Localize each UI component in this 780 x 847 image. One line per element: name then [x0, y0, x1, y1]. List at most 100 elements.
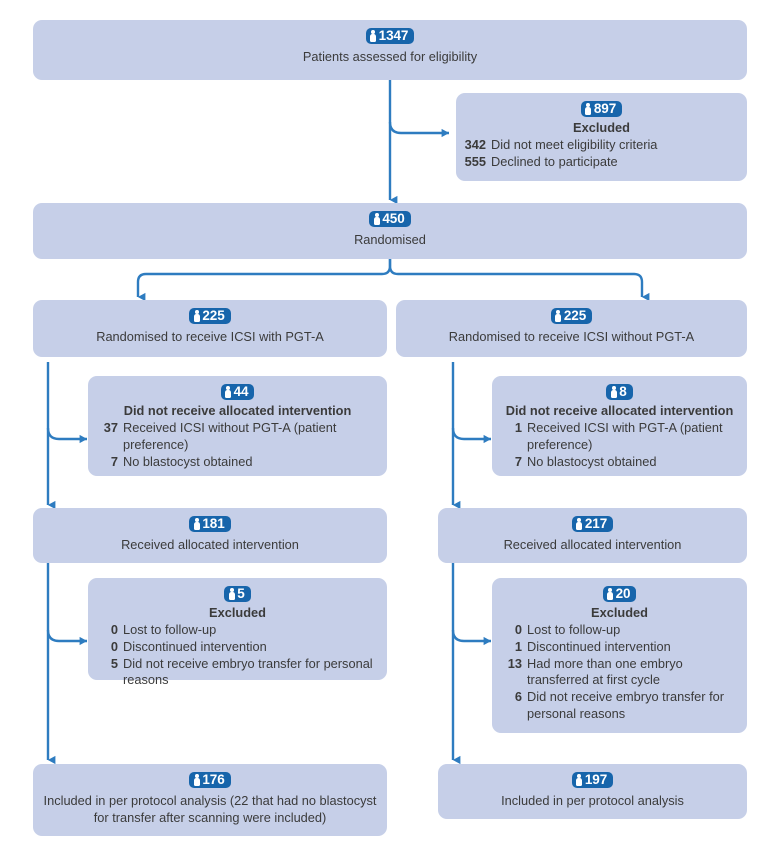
node-caption: Patients assessed for eligibility — [302, 49, 478, 64]
badge-row: 217 — [438, 508, 747, 533]
node-received-left: 181 Received allocated intervention — [33, 508, 387, 563]
badge-row: 181 — [33, 508, 387, 533]
reason-list: 37 Received ICSI without PGT-A (patient … — [88, 419, 387, 470]
badge-row: 225 — [33, 300, 387, 325]
reason-item: 1 Received ICSI with PGT-A (patient pref… — [500, 420, 738, 454]
node-received-right: 217 Received allocated intervention — [438, 508, 747, 563]
reason-text: Discontinued intervention — [527, 638, 671, 654]
node-allocation-with-pgta: 225 Randomised to receive ICSI with PGT-… — [33, 300, 387, 357]
reason-number: 1 — [514, 420, 522, 435]
node-caption: Included in per protocol analysis (22 th… — [43, 793, 377, 826]
badge-count: 197 — [584, 772, 608, 788]
count-badge: 176 — [189, 772, 231, 788]
reason-item: 0 Lost to follow-up — [96, 622, 378, 639]
node-randomised: 450 Randomised — [33, 203, 747, 259]
person-icon — [193, 517, 200, 530]
reason-item: 342 Did not meet eligibility criteria — [464, 137, 738, 154]
badge-row: 44 — [88, 376, 387, 401]
reason-number: 342 — [464, 137, 486, 152]
badge-row: 176 — [33, 764, 387, 789]
node-included-left: 176 Included in per protocol analysis (2… — [33, 764, 387, 836]
count-badge: 44 — [220, 384, 255, 400]
reason-text: No blastocyst obtained — [527, 453, 657, 469]
node-heading: Excluded — [591, 605, 648, 620]
reason-number: 37 — [103, 420, 118, 435]
reason-text: Did not receive embryo transfer for pers… — [123, 655, 373, 688]
person-icon — [228, 587, 235, 600]
node-not-received-left: 44 Did not receive allocated interventio… — [88, 376, 387, 476]
count-badge: 217 — [571, 516, 614, 532]
person-icon — [370, 29, 377, 42]
node-caption: Randomised to receive ICSI without PGT-A — [448, 329, 695, 344]
reason-text: Declined to participate — [491, 153, 618, 169]
reason-text: Received ICSI without PGT-A (patient pre… — [123, 420, 337, 452]
badge-count: 44 — [233, 384, 249, 400]
reason-number: 6 — [514, 689, 522, 704]
reason-text: Did not receive embryo transfer for pers… — [527, 689, 725, 721]
reason-number: 0 — [110, 638, 118, 654]
reason-text: Did not meet eligibility criteria — [491, 137, 658, 152]
badge-count: 225 — [202, 308, 225, 324]
node-caption: Received allocated intervention — [503, 537, 682, 552]
badge-count: 176 — [202, 772, 225, 788]
node-assessed-for-eligibility: 1347 Patients assessed for eligibility — [33, 20, 747, 80]
badge-count: 1347 — [378, 28, 409, 44]
reason-item: 5 Did not receive embryo transfer for pe… — [96, 656, 378, 690]
person-icon — [585, 102, 592, 115]
badge-row: 20 — [492, 578, 747, 603]
count-badge: 181 — [189, 516, 231, 532]
reason-number: 5 — [110, 655, 118, 671]
person-icon — [607, 587, 614, 600]
badge-row: 197 — [438, 764, 747, 789]
person-icon — [576, 517, 583, 530]
badge-row: 897 — [456, 93, 747, 118]
node-caption: Randomised — [354, 232, 426, 247]
reason-list: 0 Lost to follow-up 1 Discontinued inter… — [492, 621, 747, 723]
reason-number: 13 — [507, 655, 522, 671]
reason-text: No blastocyst obtained — [123, 453, 253, 469]
node-heading: Did not receive allocated intervention — [123, 403, 352, 418]
count-badge: 225 — [189, 308, 231, 324]
node-not-received-right: 8 Did not receive allocated intervention… — [492, 376, 747, 476]
badge-count: 225 — [563, 308, 587, 324]
count-badge: 897 — [580, 101, 623, 117]
reason-number: 0 — [110, 622, 118, 637]
badge-count: 450 — [382, 211, 405, 227]
reason-number: 1 — [514, 638, 522, 654]
badge-count: 181 — [202, 516, 225, 532]
person-icon — [555, 309, 562, 322]
person-icon — [193, 773, 200, 786]
node-heading: Did not receive allocated intervention — [505, 403, 734, 418]
reason-item: 0 Discontinued intervention — [96, 639, 378, 656]
reason-number: 555 — [464, 153, 486, 169]
person-icon — [373, 212, 380, 225]
count-badge: 1347 — [365, 28, 415, 44]
reason-text: Received ICSI with PGT-A (patient prefer… — [527, 420, 723, 452]
node-excluded-right: 20 Excluded 0 Lost to follow-up 1 Discon… — [492, 578, 747, 733]
reason-item: 37 Received ICSI without PGT-A (patient … — [96, 420, 378, 454]
node-caption: Received allocated intervention — [121, 537, 299, 552]
person-icon — [193, 309, 200, 322]
person-icon — [576, 773, 583, 786]
reason-text: Discontinued intervention — [123, 638, 267, 654]
count-badge: 225 — [550, 308, 593, 324]
count-badge: 20 — [602, 586, 637, 602]
badge-row: 450 — [33, 203, 747, 228]
count-badge: 197 — [571, 772, 614, 788]
node-heading: Excluded — [573, 120, 630, 135]
reason-item: 1 Discontinued intervention — [500, 639, 738, 656]
node-excluded-left: 5 Excluded 0 Lost to follow-up 0 Discont… — [88, 578, 387, 687]
reason-item: 13 Had more than one embryo transferred … — [500, 656, 738, 690]
person-icon — [225, 385, 232, 398]
reason-item: 7 No blastocyst obtained — [96, 454, 378, 471]
node-heading: Excluded — [209, 605, 266, 620]
count-badge: 8 — [606, 384, 633, 400]
node-allocation-without-pgta: 225 Randomised to receive ICSI without P… — [396, 300, 747, 357]
node-included-right: 197 Included in per protocol analysis — [438, 764, 747, 819]
badge-count: 217 — [584, 516, 608, 532]
badge-row: 8 — [492, 376, 747, 401]
reason-text: Lost to follow-up — [123, 622, 217, 637]
reason-number: 7 — [514, 453, 522, 469]
badge-count: 20 — [615, 586, 631, 602]
